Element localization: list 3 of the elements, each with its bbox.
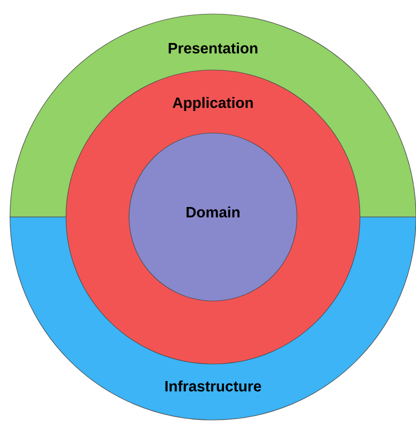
layer-label: Presentation	[168, 42, 258, 54]
layer-label: Infrastructure	[165, 380, 262, 392]
disc: Domain	[128, 132, 298, 302]
